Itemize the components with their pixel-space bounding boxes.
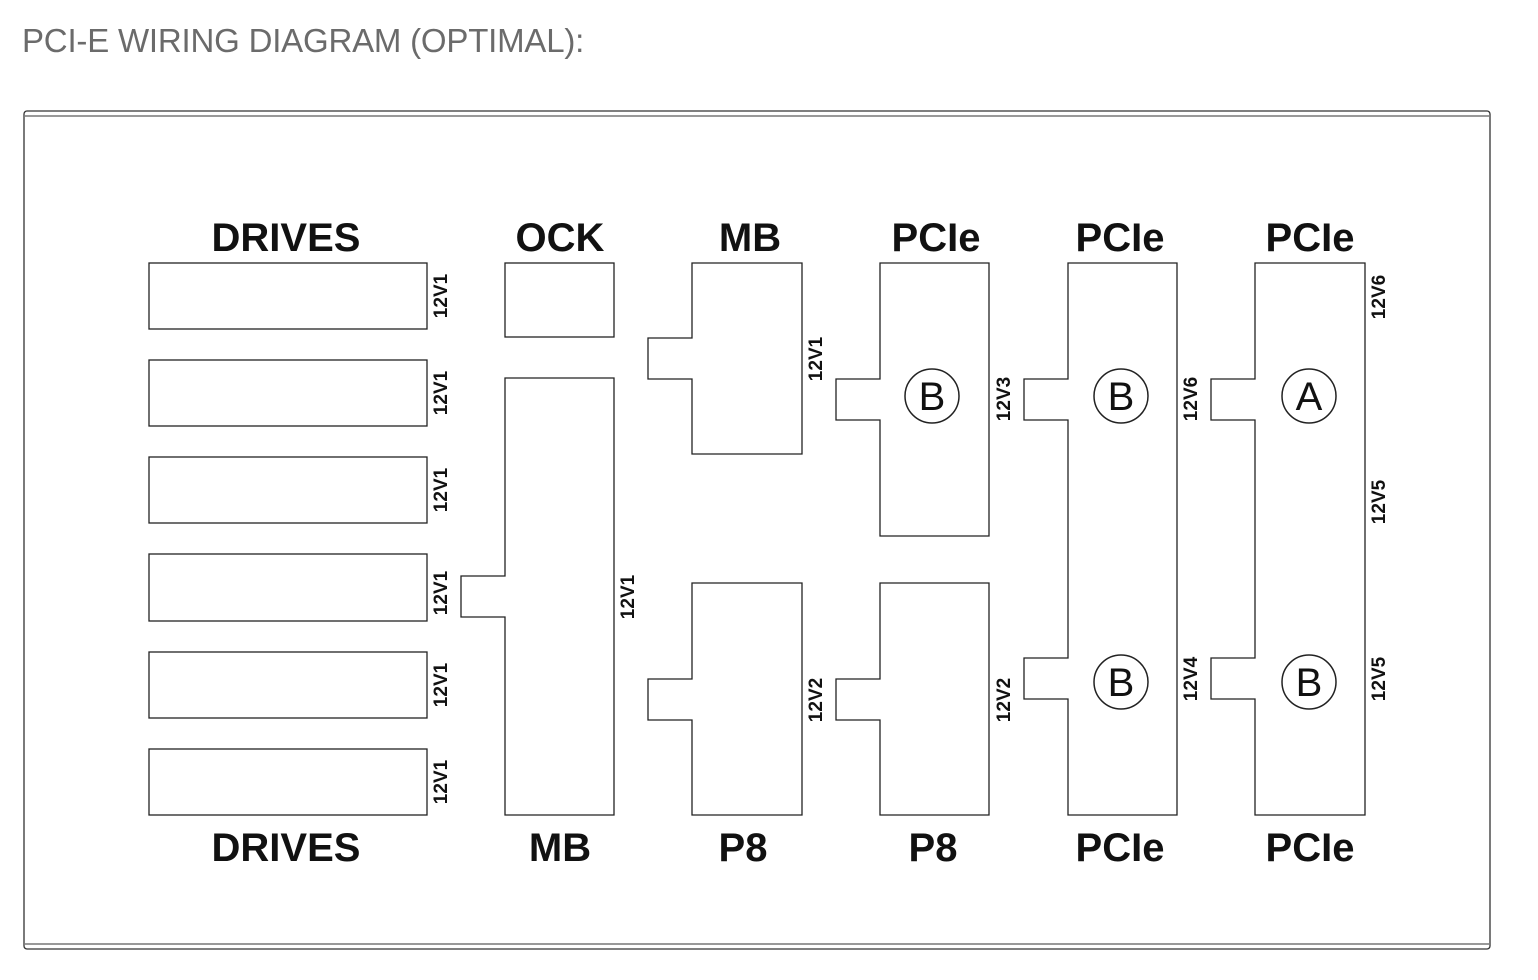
pcie-connector-3 [1210, 262, 1366, 816]
col-bottom-label-drives: DRIVES [212, 826, 361, 870]
col-top-label-pcie-2: PCIe [1076, 216, 1165, 260]
pcie-col3-rail-label-top: 12V6 [1369, 275, 1390, 319]
page-title: PCI-E WIRING DIAGRAM (OPTIMAL): [22, 22, 585, 59]
p8-connector-2 [835, 582, 990, 816]
pcie-col2-rail-label-top: 12V6 [1181, 377, 1202, 421]
pcie-connector-2-letter-bottom: B [1108, 661, 1135, 705]
col-top-label-drives: DRIVES [212, 216, 361, 260]
drive-connector-1 [148, 262, 428, 330]
drive-rail-label-5: 12V1 [431, 662, 452, 707]
pcie-connector-2-circle-bottom [1093, 654, 1149, 710]
pcie-connector-3-letter-top: A [1296, 375, 1323, 419]
col-bottom-label-p8-1: P8 [719, 826, 768, 870]
drive-connector-5 [148, 651, 428, 719]
drive-rail-label-3: 12V1 [431, 467, 452, 512]
pcie-connector-2 [1023, 262, 1178, 816]
pcie-col3-rail-label-bottom: 12V5 [1369, 656, 1390, 701]
col-top-label-pcie-3: PCIe [1266, 216, 1355, 260]
pcie-connector-3-circle-top [1281, 368, 1337, 424]
col-bottom-label-p8-2: P8 [909, 826, 958, 870]
drive-connector-2 [148, 359, 428, 427]
col-top-label-pcie-1: PCIe [892, 216, 981, 260]
drive-rail-label-4: 12V1 [431, 570, 452, 615]
col-bottom-label-pcie-2: PCIe [1076, 826, 1165, 870]
col-top-label-mb: MB [719, 216, 781, 260]
col-top-label-ock: OCK [516, 216, 605, 260]
drive-rail-label-2: 12V1 [431, 370, 452, 415]
pcie-connector-1 [835, 262, 990, 537]
mb-cpu-rail-label: 12V1 [806, 336, 827, 381]
pcie-connector-1-letter: B [919, 375, 946, 419]
drive-connector-4 [148, 553, 428, 622]
pcie-col2-rail-label-bottom: 12V4 [1181, 656, 1202, 701]
drive-connector-6 [148, 748, 428, 816]
p8-rail-label-2: 12V2 [994, 678, 1015, 722]
pcie-connector-2-circle-top [1093, 368, 1149, 424]
drive-rail-label-1: 12V1 [431, 273, 452, 318]
pcie-connector-3-circle-bottom [1281, 654, 1337, 710]
mb-cpu-connector [647, 262, 803, 455]
mb-24pin-connector [460, 377, 615, 816]
diagram-frame [23, 110, 1491, 950]
col-bottom-label-pcie-3: PCIe [1266, 826, 1355, 870]
pcie-col1-rail-label: 12V3 [994, 377, 1015, 421]
pcie-col3-rail-label-middle: 12V5 [1369, 479, 1390, 524]
mb-rail-label: 12V1 [618, 574, 639, 619]
pcie-connector-1-circle [904, 368, 960, 424]
ock-connector [504, 262, 615, 338]
pcie-connector-3-letter-bottom: B [1296, 661, 1323, 705]
col-bottom-label-mb: MB [529, 826, 591, 870]
p8-rail-label-1: 12V2 [806, 678, 827, 722]
drive-rail-label-6: 12V1 [431, 759, 452, 804]
drive-connector-3 [148, 456, 428, 524]
p8-connector-1 [647, 582, 803, 816]
pcie-connector-2-letter-top: B [1108, 375, 1135, 419]
